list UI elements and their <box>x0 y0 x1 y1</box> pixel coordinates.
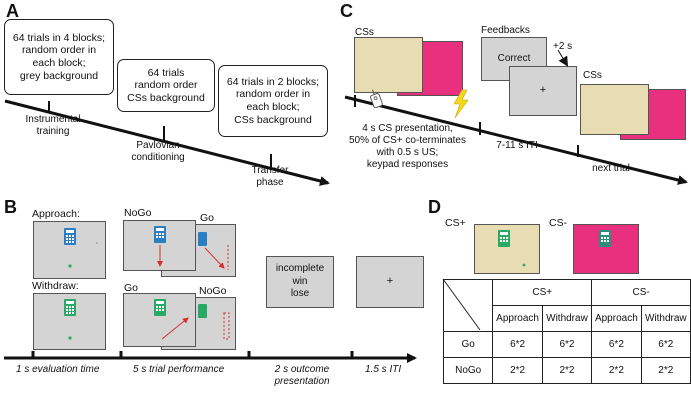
timeline-evaluation-label: 1 s evaluation time <box>16 364 100 375</box>
target-dot <box>522 263 526 267</box>
next-trial-caption: next trial <box>592 163 630 174</box>
panel-label-c: C <box>340 1 353 21</box>
keypad-icon <box>498 230 510 247</box>
table-cell: 6*2 <box>591 331 642 358</box>
approach-label: Approach: <box>32 208 80 220</box>
panel-c-timeline <box>344 95 688 185</box>
outcome-screen: incomplete win lose <box>266 256 334 308</box>
nogo-label-top: NoGo <box>124 207 152 219</box>
keypad-icon <box>154 299 166 316</box>
table-row-label: NoGo <box>442 357 494 384</box>
table-row: NoGo 2*2 2*2 2*2 2*2 <box>442 357 691 384</box>
table-cell: 2*2 <box>492 357 543 384</box>
instrumental-info-box: 64 trials in 4 blocks; random order in e… <box>4 19 114 95</box>
panel-label-d: D <box>428 197 441 217</box>
panel-b-timeline <box>4 351 417 363</box>
table-cell: 2*2 <box>591 357 642 384</box>
transfer-info-box: 64 trials in 2 blocks; random order in e… <box>218 65 328 137</box>
css-label: CSs <box>355 27 374 38</box>
keypad-icon <box>198 232 207 246</box>
cs-beige-stimulus-next <box>580 84 649 135</box>
pavlovian-info-box: 64 trials random order CSs background <box>117 59 215 112</box>
table-row-label: Go <box>442 331 494 358</box>
iti-fixation-screen: + <box>356 256 424 308</box>
keypad-icon <box>154 226 166 243</box>
table-cell: 2*2 <box>541 357 593 384</box>
design-table: CS+ CS- Approach Withdraw Approach Withd… <box>442 279 691 384</box>
table-subheader: Withdraw <box>640 305 691 332</box>
feedbacks-label: Feedbacks <box>481 25 530 36</box>
target-dot <box>96 242 98 244</box>
electrode-icon <box>370 89 383 109</box>
phase-label-transfer: Transfer phase <box>251 165 289 188</box>
go-label-bottom: Go <box>124 282 139 294</box>
go-move-line <box>204 247 225 269</box>
table-cell: 6*2 <box>541 331 593 358</box>
table-cell: 2*2 <box>640 357 691 384</box>
css-label-next: CSs <box>583 70 602 81</box>
cs-beige-stimulus <box>354 37 423 93</box>
nogo-target-dashed <box>223 312 230 340</box>
feedback-arrow <box>557 49 569 67</box>
phase-label-pavlovian: Pavlovian conditioning <box>131 140 185 163</box>
timeline-iti-label: 1.5 s ITI <box>365 364 402 375</box>
panel-label-b: B <box>4 197 17 217</box>
keypad-icon <box>64 228 76 245</box>
cs-presentation-caption: 4 s CS presentation, 50% of CS+ co-termi… <box>349 123 466 170</box>
csplus-label: CS+ <box>445 217 466 229</box>
table-row: Go 6*2 6*2 6*2 6*2 <box>442 331 691 358</box>
phase-label-instrumental: Instrumental training <box>25 114 81 137</box>
keypad-icon <box>198 304 207 318</box>
lightning-icon <box>453 89 469 119</box>
nogo-label-bottom: NoGo <box>199 285 227 297</box>
table-corner-diagonal <box>442 278 481 331</box>
keypad-icon <box>64 299 76 316</box>
keypad-icon <box>599 230 611 247</box>
csminus-label: CS- <box>549 217 568 229</box>
panel-label-a: A <box>6 1 19 21</box>
go-move-line <box>161 317 189 340</box>
target-dot <box>68 264 72 268</box>
panel-a-timeline <box>4 99 330 186</box>
plus-2s-label: +2 s <box>553 41 573 52</box>
csplus-stimulus-screen <box>474 224 540 274</box>
fixation-screen: + <box>509 66 577 116</box>
go-label-top: Go <box>200 212 215 224</box>
iti-caption: 7-11 s ITI <box>496 140 538 151</box>
target-dot <box>68 336 72 340</box>
timeline-performance-label: 5 s trial performance <box>133 364 225 375</box>
timeline-outcome-label: 2 s outcome presentation <box>274 364 330 387</box>
table-group-header-csminus: CS- <box>591 279 691 306</box>
withdraw-label: Withdraw: <box>32 280 79 292</box>
